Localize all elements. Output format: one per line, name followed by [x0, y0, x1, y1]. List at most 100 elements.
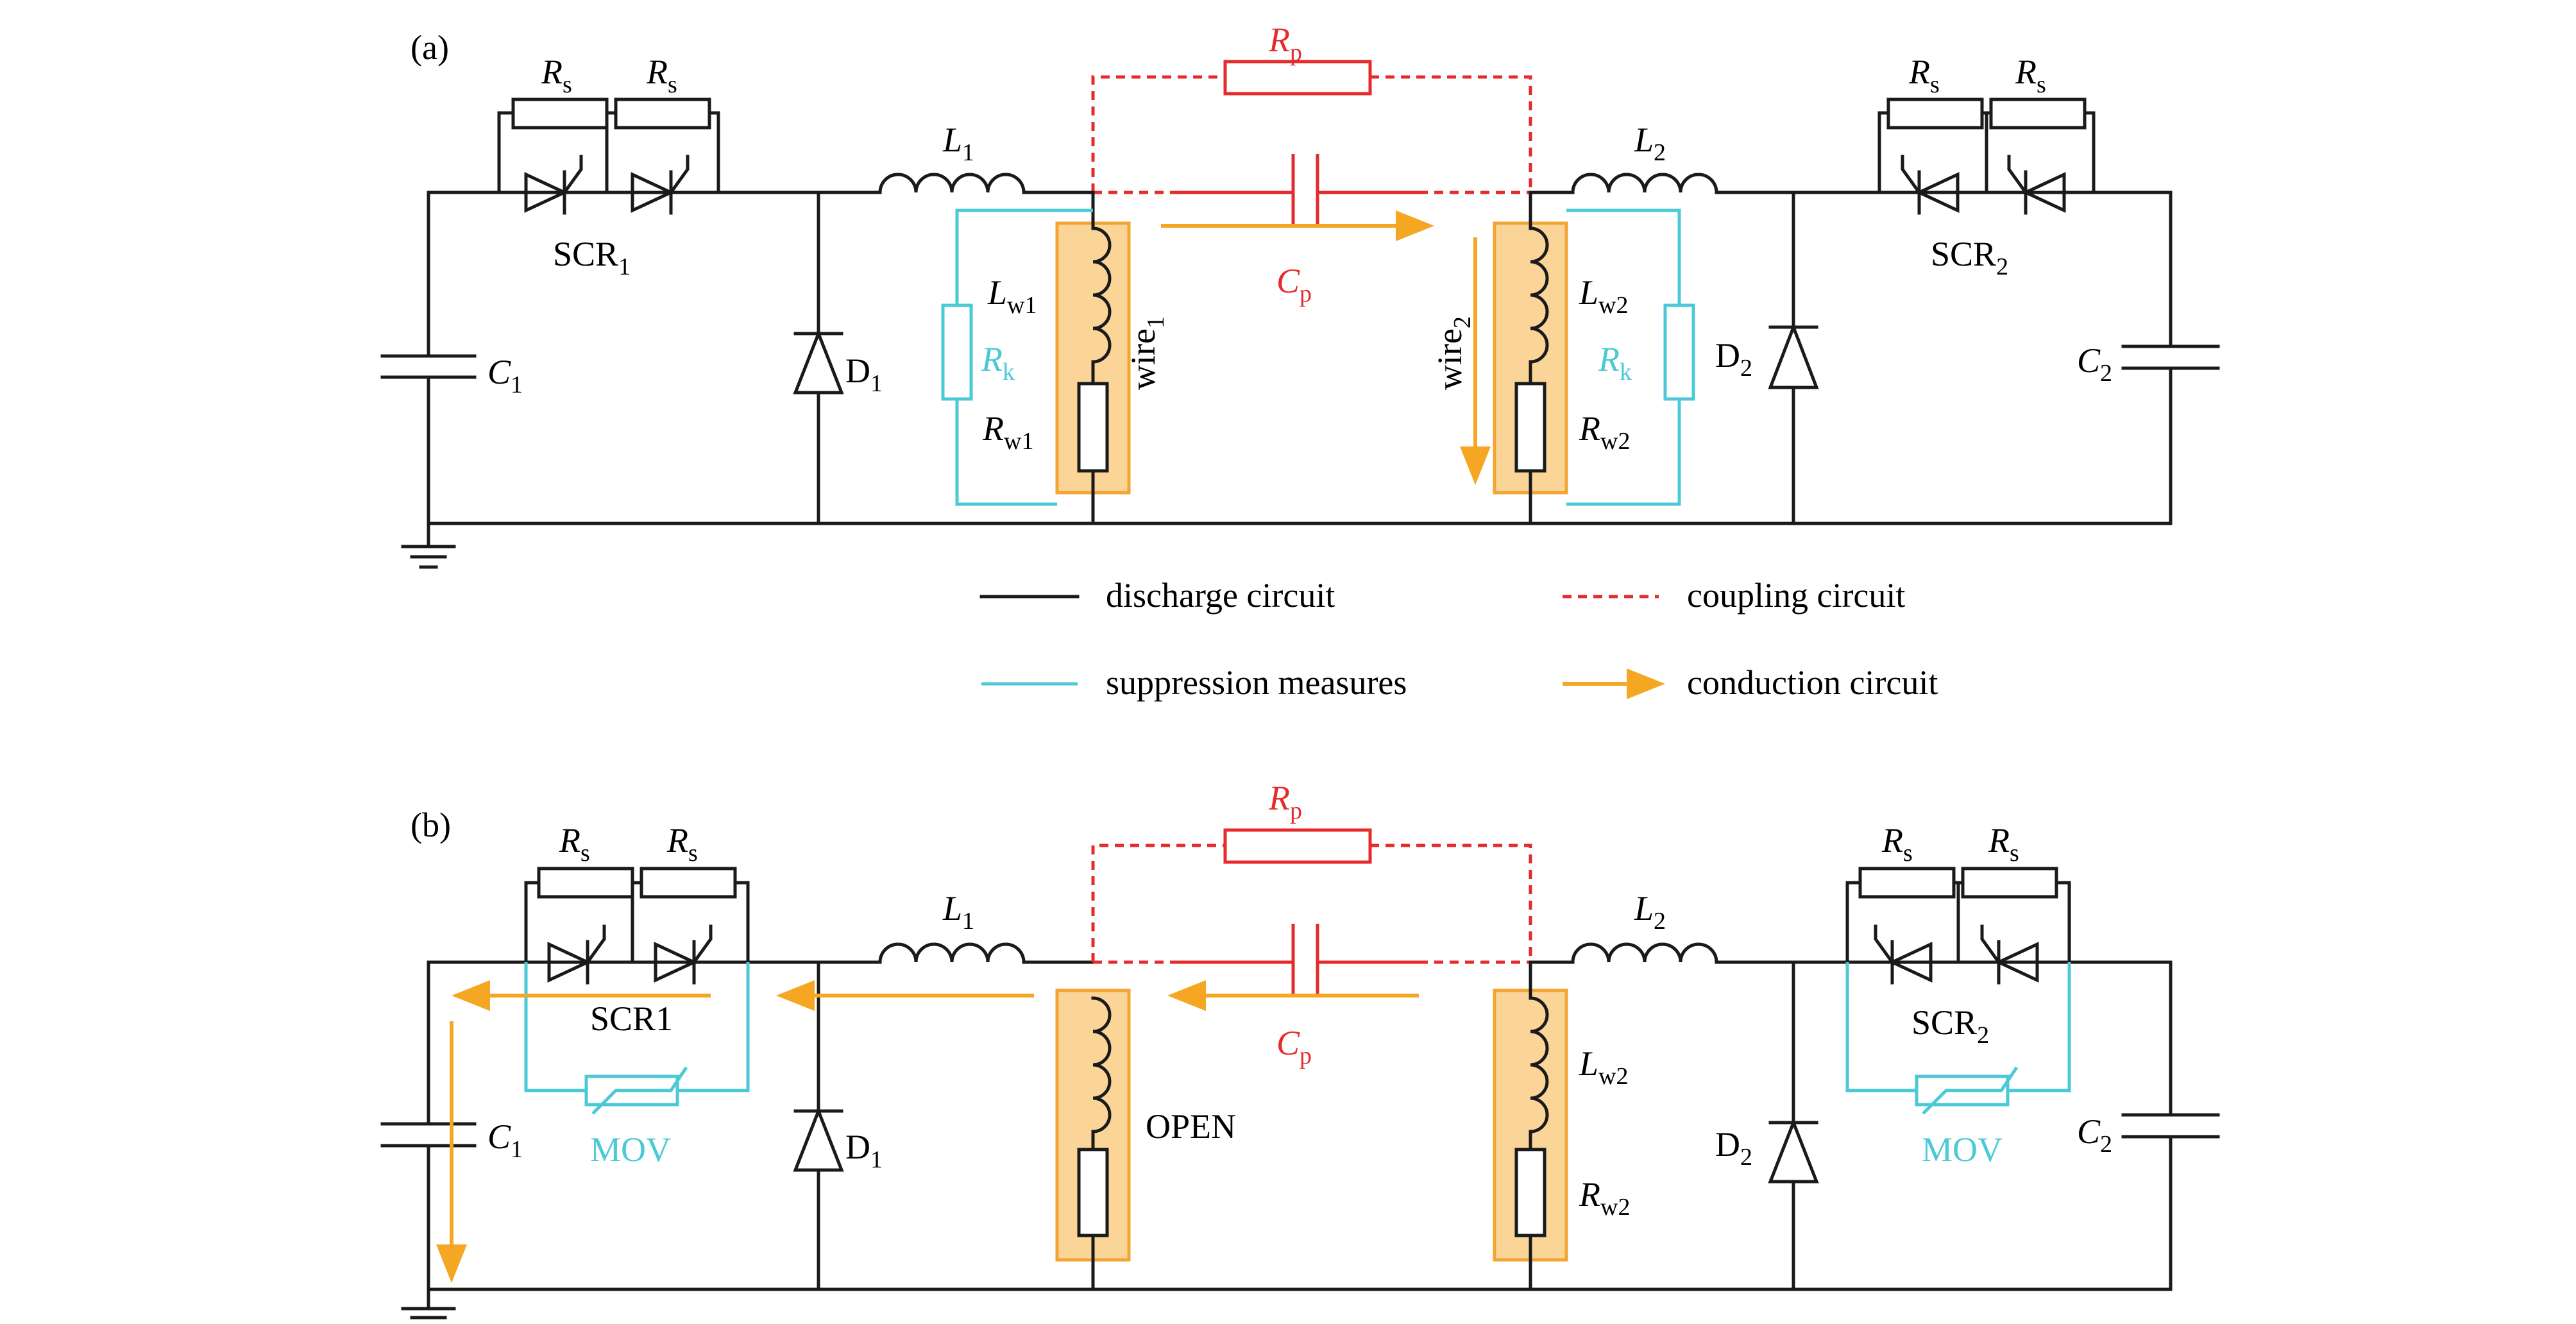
label-rk-right: Rk	[1598, 340, 1632, 386]
thyristor-scr1-a-icon	[524, 155, 690, 215]
mov-loop-right	[1845, 962, 2071, 1092]
conduction-arrowhead-mid-b	[776, 980, 815, 1011]
label-rp-a: Rp	[1268, 21, 1302, 66]
inductor-wire1-b-icon	[1091, 996, 1112, 1133]
resistor-rk-left	[941, 303, 973, 401]
thyristor-scr2-a-icon	[1901, 155, 2066, 215]
label-open: OPEN	[1146, 1107, 1236, 1146]
label-c1-b: C1	[487, 1117, 523, 1163]
label-d1-a: D1	[845, 352, 883, 397]
label-scr1-b: SCR1	[590, 999, 673, 1038]
resistor-rp-b	[1223, 828, 1372, 864]
label-scr1-a: SCR1	[553, 235, 631, 280]
mov-loop-left	[524, 962, 750, 1092]
resistor-rp-a	[1223, 60, 1372, 96]
resistor-rs-right2-b	[1961, 867, 2058, 899]
label-c2-a: C2	[2077, 341, 2112, 387]
label-rw2: Rw2	[1579, 409, 1630, 455]
legend-conduction-arrowhead	[1627, 668, 1665, 699]
label-wire2: wire2	[1430, 316, 1476, 390]
panel-b-tag: (b)	[411, 806, 451, 844]
label-rs-left2-b: Rs	[666, 821, 698, 867]
inductor-lw2-icon	[1529, 226, 1549, 364]
label-rs-right2-a: Rs	[2015, 53, 2046, 98]
resistor-rs-right1-a	[1886, 98, 1984, 130]
label-lw1: Lw1	[987, 273, 1037, 319]
label-wire1: wire1	[1124, 316, 1169, 390]
label-cp-b: Cp	[1276, 1024, 1312, 1069]
legend: discharge circuit coupling circuit suppr…	[979, 576, 1938, 702]
resistor-wire1-b	[1077, 1148, 1109, 1237]
label-rs-left2-a: Rs	[646, 53, 677, 98]
label-scr2-b: SCR2	[1911, 1003, 1989, 1049]
ground-b-icon	[401, 1287, 456, 1320]
inductor-l1-a-icon	[878, 173, 1026, 194]
conduction-arrowhead-wire2	[1460, 446, 1491, 485]
label-scr2-a: SCR2	[1931, 235, 2008, 280]
inductor-l2-b-icon	[1571, 942, 1718, 964]
label-rk-left: Rk	[981, 340, 1015, 386]
label-d1-b: D1	[845, 1128, 883, 1173]
label-rs-left1-a: Rs	[541, 53, 572, 98]
coupling-rp-path-a	[1091, 75, 1532, 192]
label-l1-b: L1	[942, 889, 974, 935]
thyristor-scr1-b-icon	[547, 924, 713, 985]
label-mov-left: MOV	[590, 1130, 671, 1169]
label-d2-b: D2	[1715, 1125, 1752, 1171]
label-lw2: Lw2	[1579, 273, 1629, 319]
resistor-rw1	[1077, 382, 1109, 473]
varistor-mov-left-slash-icon	[591, 1066, 688, 1115]
resistor-rw2	[1514, 382, 1546, 473]
capacitor-cp-a-icon	[1291, 154, 1319, 226]
panel-a-tag: (a)	[411, 28, 449, 67]
resistor-rs-right2-a	[1989, 98, 2087, 130]
thyristor-scr2-b-icon	[1874, 924, 2039, 985]
label-l1-a: L1	[942, 121, 974, 166]
suppression-loop-right-a	[1566, 208, 1681, 506]
conduction-arrowhead-cp-a	[1396, 210, 1434, 241]
capacitor-c2-b-icon	[2121, 1113, 2220, 1139]
inductor-l2-a-icon	[1571, 173, 1718, 194]
inductor-lw2-b-icon	[1529, 996, 1549, 1133]
label-d2-a: D2	[1715, 336, 1752, 382]
conduction-arrowhead-left-b	[452, 980, 490, 1011]
label-rw1: Rw1	[982, 409, 1033, 455]
resistor-rs-left2-a	[614, 98, 711, 130]
label-rs-left1-b: Rs	[559, 821, 590, 867]
label-lw2-b: Lw2	[1579, 1044, 1629, 1090]
ground-icon	[401, 522, 456, 569]
diode-d2-a-icon	[1768, 323, 1819, 389]
resistor-rk-right	[1663, 303, 1695, 401]
panel-a: (a)	[380, 21, 2220, 569]
capacitor-cp-b-icon	[1291, 924, 1319, 996]
varistor-mov-right-slash-icon	[1922, 1066, 2019, 1115]
resistor-rs-left1-b	[537, 867, 634, 899]
legend-conduction-label: conduction circuit	[1687, 663, 1938, 702]
capacitor-c1-a-icon	[380, 354, 477, 379]
label-rs-right2-b: Rs	[1988, 821, 2019, 867]
label-l2-a: L2	[1634, 121, 1666, 166]
label-rs-right1-a: Rs	[1908, 53, 1940, 98]
resistor-rs-left1-a	[511, 98, 609, 130]
legend-suppression-label: suppression measures	[1106, 663, 1407, 702]
label-rw2-b: Rw2	[1579, 1175, 1630, 1221]
diode-d1-b-icon	[793, 1107, 844, 1172]
coupling-rp-path-b	[1091, 844, 1532, 962]
inductor-l1-b-icon	[878, 942, 1026, 964]
suppression-loop-left-a	[955, 208, 1093, 506]
legend-coupling-label: coupling circuit	[1687, 576, 1905, 615]
legend-discharge-label: discharge circuit	[1106, 576, 1335, 615]
label-cp-a: Cp	[1276, 262, 1312, 307]
label-l2-b: L2	[1634, 889, 1666, 935]
label-rp-b: Rp	[1268, 779, 1302, 824]
label-rs-right1-b: Rs	[1881, 821, 1913, 867]
conduction-arrowhead-cp-b	[1167, 980, 1206, 1011]
inductor-lw1-icon	[1091, 226, 1112, 364]
label-mov-right: MOV	[1922, 1130, 2003, 1169]
label-c1-a: C1	[487, 353, 523, 398]
resistor-rw2-b	[1514, 1148, 1546, 1237]
resistor-rs-left2-b	[640, 867, 737, 899]
resistor-rs-right1-b	[1858, 867, 1956, 899]
diode-d1-a-icon	[793, 329, 844, 395]
